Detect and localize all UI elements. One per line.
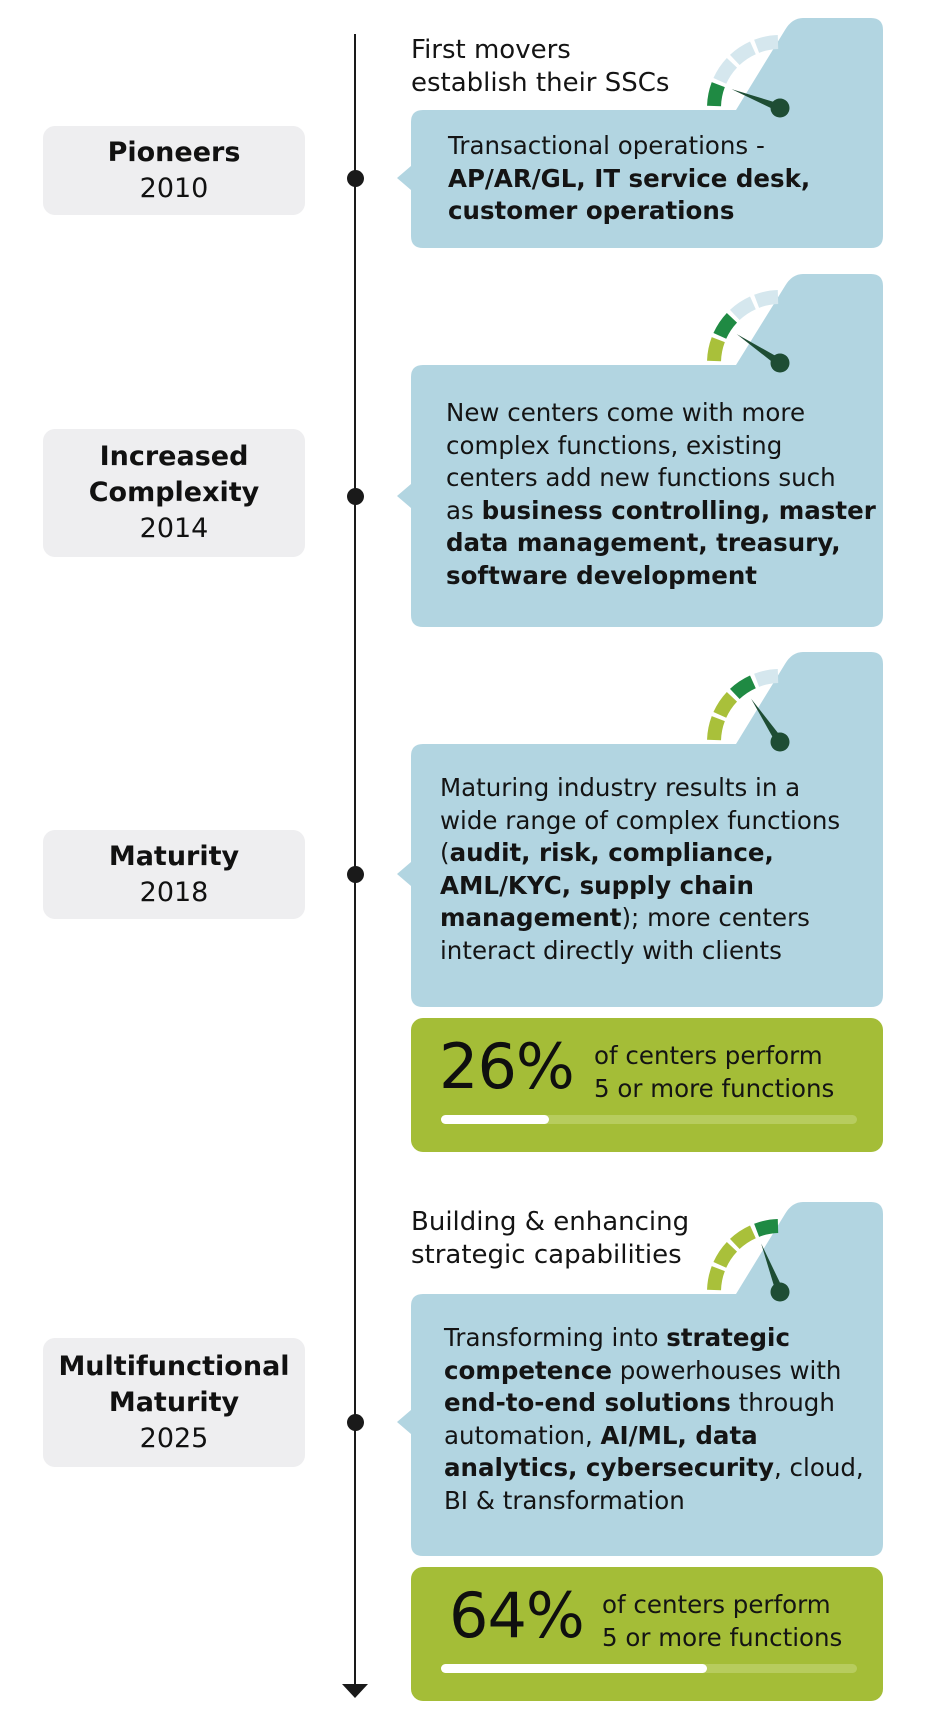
description-card: [397, 18, 883, 248]
gauge-hub: [770, 732, 790, 752]
stat-text: of centers perform 5 or more functions: [602, 1589, 842, 1654]
stat-progress-fill: [441, 1664, 708, 1673]
stat-progress-fill: [441, 1115, 550, 1124]
stage-label-1: Pioneers 2010: [43, 126, 305, 215]
stage-name: Increased: [99, 441, 249, 472]
stage-year: 2025: [139, 1422, 209, 1454]
stage-year: 2018: [139, 876, 209, 908]
stat-progress-track: [441, 1664, 857, 1673]
gauge-hub: [770, 98, 790, 118]
timeline-dot: [347, 488, 364, 505]
stat-text-line: of centers perform: [594, 1041, 823, 1070]
stat-value: 64%: [449, 1579, 585, 1652]
timeline-dot: [347, 170, 364, 187]
card-heading-line: First movers: [411, 35, 571, 65]
card-shape: [397, 1202, 883, 1556]
progress-gauge-icon: [707, 1219, 790, 1302]
description-card: [397, 274, 883, 627]
stage-name: Maturity: [108, 840, 240, 872]
timeline-arrowhead: [342, 1684, 368, 1698]
stat-text: of centers perform 5 or more functions: [594, 1040, 834, 1105]
gauge-needle: [736, 334, 783, 367]
timeline-axis: [354, 34, 356, 1684]
stage-label-3: Maturity 2018: [43, 830, 305, 919]
gauge-segment: [754, 669, 779, 687]
gauge-segment: [729, 675, 756, 700]
gauge-segment: [754, 290, 779, 308]
progress-gauge-icon: [707, 35, 790, 118]
gauge-segment: [713, 57, 738, 84]
stat-progress-track: [441, 1115, 857, 1124]
card-heading-line: establish their SSCs: [411, 68, 670, 98]
stage-name: Maturity: [108, 1386, 240, 1418]
gauge-segment: [754, 35, 779, 53]
gauge-segment: [713, 1241, 738, 1268]
stat-box: 64% of centers perform 5 or more functions: [411, 1567, 883, 1701]
gauge-segment: [707, 337, 725, 362]
description-card: [397, 652, 883, 1007]
gauge-segment: [729, 41, 756, 66]
card-heading-line: strategic capabilities: [411, 1240, 682, 1270]
card-shape: [397, 652, 883, 1007]
timeline-dot: [347, 1414, 364, 1431]
stage-year: 2010: [139, 172, 209, 204]
gauge-hub: [770, 1282, 790, 1302]
gauge-needle: [761, 1243, 784, 1294]
card-heading-line: Building & enhancing: [411, 1207, 690, 1237]
stat-text-line: 5 or more functions: [594, 1073, 835, 1103]
gauge-needle: [731, 89, 782, 112]
gauge-segment: [707, 82, 725, 107]
stage-year: 2014: [139, 513, 209, 544]
card-body-text: Transactional operations -AP/AR/GL, IT s…: [448, 131, 811, 225]
gauge-needle: [751, 698, 784, 745]
stage-name: Complexity: [88, 477, 260, 508]
description-card: [397, 1202, 883, 1556]
stat-text-line: 5 or more functions: [602, 1622, 843, 1652]
gauge-segment: [713, 312, 738, 339]
card-shape: [397, 18, 883, 248]
stage-name: Pioneers: [107, 136, 241, 168]
timeline-dot: [347, 866, 364, 883]
gauge-segment: [707, 716, 725, 741]
card-shape: [397, 274, 883, 627]
stat-box: 26% of centers perform 5 or more functions: [411, 1018, 883, 1152]
gauge-hub: [770, 353, 790, 373]
gauge-segment: [729, 1225, 756, 1250]
progress-gauge-icon: [707, 669, 790, 752]
stat-text-line: of centers perform: [602, 1590, 831, 1619]
stat-value: 26%: [439, 1030, 575, 1103]
progress-gauge-icon: [707, 290, 790, 373]
gauge-segment: [707, 1266, 725, 1291]
gauge-segment: [713, 691, 738, 718]
stage-name: Multifunctional: [58, 1350, 290, 1382]
gauge-segment: [729, 296, 756, 321]
gauge-segment: [754, 1219, 779, 1237]
